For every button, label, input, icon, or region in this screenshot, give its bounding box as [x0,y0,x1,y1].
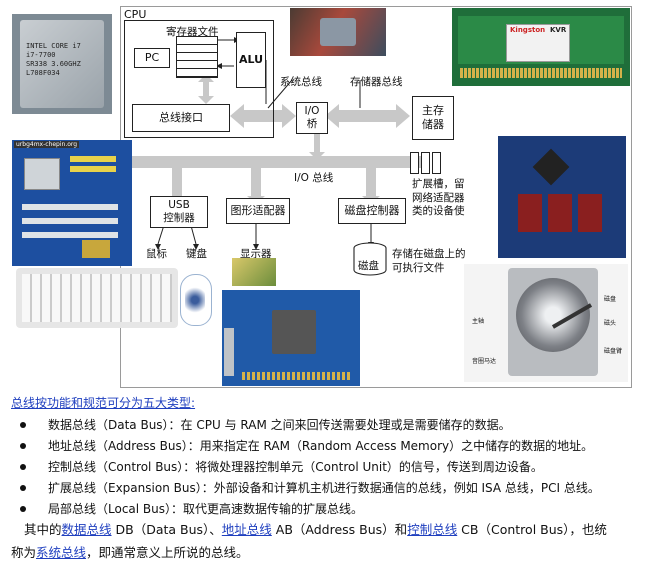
display-label: 显示器 [240,248,272,260]
system-bus-link[interactable]: 系统总线 [36,545,87,560]
bus-interface-box: 总线接口 [132,104,230,132]
pc-register: PC [134,48,170,68]
bus-architecture-diagram: CPU 寄存器文件 PC ALU 总线接口 系统总线 存储器总线 I/O 桥 主… [12,6,632,388]
main-memory-box: 主存 储器 [412,96,454,140]
pc-internals-photo [290,8,386,56]
bus-types-list: 数据总线（Data Bus）：在 CPU 与 RAM 之间来回传送需要处理或是需… [20,415,600,520]
cpu-label: CPU [124,8,147,21]
disk-label: 磁盘 [358,260,379,272]
hard-disk-photo: 磁盘 磁头 磁盘臂 主轴 音圈马达 [464,264,628,382]
io-bus-label: I/O 总线 [294,172,334,184]
summary-paragraph-line2: 称为系统总线，即通常意义上所说的总线。 [11,545,249,560]
mouse-photo [180,274,212,326]
data-bus-link[interactable]: 数据总线 [61,522,112,537]
disk-icon [353,242,387,276]
register-file [176,36,218,78]
usb-controller-box: USB 控制器 [150,196,208,228]
graphics-card-photo [222,290,360,386]
keyboard-photo [16,268,178,328]
list-item: 扩展总线（Expansion Bus）：外部设备和计算机主机进行数据通信的总线，… [20,478,600,499]
list-item: 控制总线（Control Bus）：将微处理器控制单元（Control Unit… [20,457,600,478]
motherboard-photo: urbg4mx-chepin.org [12,140,132,266]
alu-box: ALU [236,32,266,88]
memory-bus-arrow [325,104,410,128]
regfile-bus-arrow [198,74,214,104]
graphics-adapter-box: 图形适配器 [226,198,290,224]
ssd-board-photo [498,136,626,258]
system-bus-arrow [230,104,296,128]
mouse-label: 鼠标 [146,248,167,260]
disk-controller-box: 磁盘控制器 [338,198,406,224]
disk-note: 存储在磁盘上的 可执行文件 [392,248,466,274]
bus-types-heading[interactable]: 总线按功能和规范可分为五大类型: [11,396,196,410]
list-item: 地址总线（Address Bus）：用来指定在 RAM（Random Acces… [20,436,600,457]
cpu-box [124,20,274,138]
register-file-label: 寄存器文件 [166,26,219,38]
ram-stick-photo: Kingston KVR [452,8,630,86]
bridge-io-arrow [309,126,325,160]
memory-bus-label: 存储器总线 [350,76,403,88]
io-bridge-box: I/O 桥 [296,102,328,134]
monitor-photo [232,258,276,286]
bus-types-text: 总线按功能和规范可分为五大类型: 数据总线（Data Bus）：在 CPU 与 … [0,393,649,569]
address-bus-link[interactable]: 地址总线 [221,522,272,537]
system-bus-label: 系统总线 [280,76,322,88]
cpu-chip-photo: INTEL CORE i7 i7-7700 SR338 3.60GHZ L708… [12,14,112,114]
control-bus-link[interactable]: 控制总线 [407,522,458,537]
keyboard-label: 键盘 [186,248,207,260]
list-item: 局部总线（Local Bus）：取代更高速数据传输的扩展总线。 [20,499,600,520]
summary-paragraph-line1: 其中的数据总线 DB（Data Bus）、地址总线 AB（Address Bus… [24,522,607,537]
expansion-note: 扩展槽，留 网络适配器 类的设备使 [412,178,465,218]
io-bus-bar [120,156,410,168]
list-item: 数据总线（Data Bus）：在 CPU 与 RAM 之间来回传送需要处理或是需… [20,415,600,436]
